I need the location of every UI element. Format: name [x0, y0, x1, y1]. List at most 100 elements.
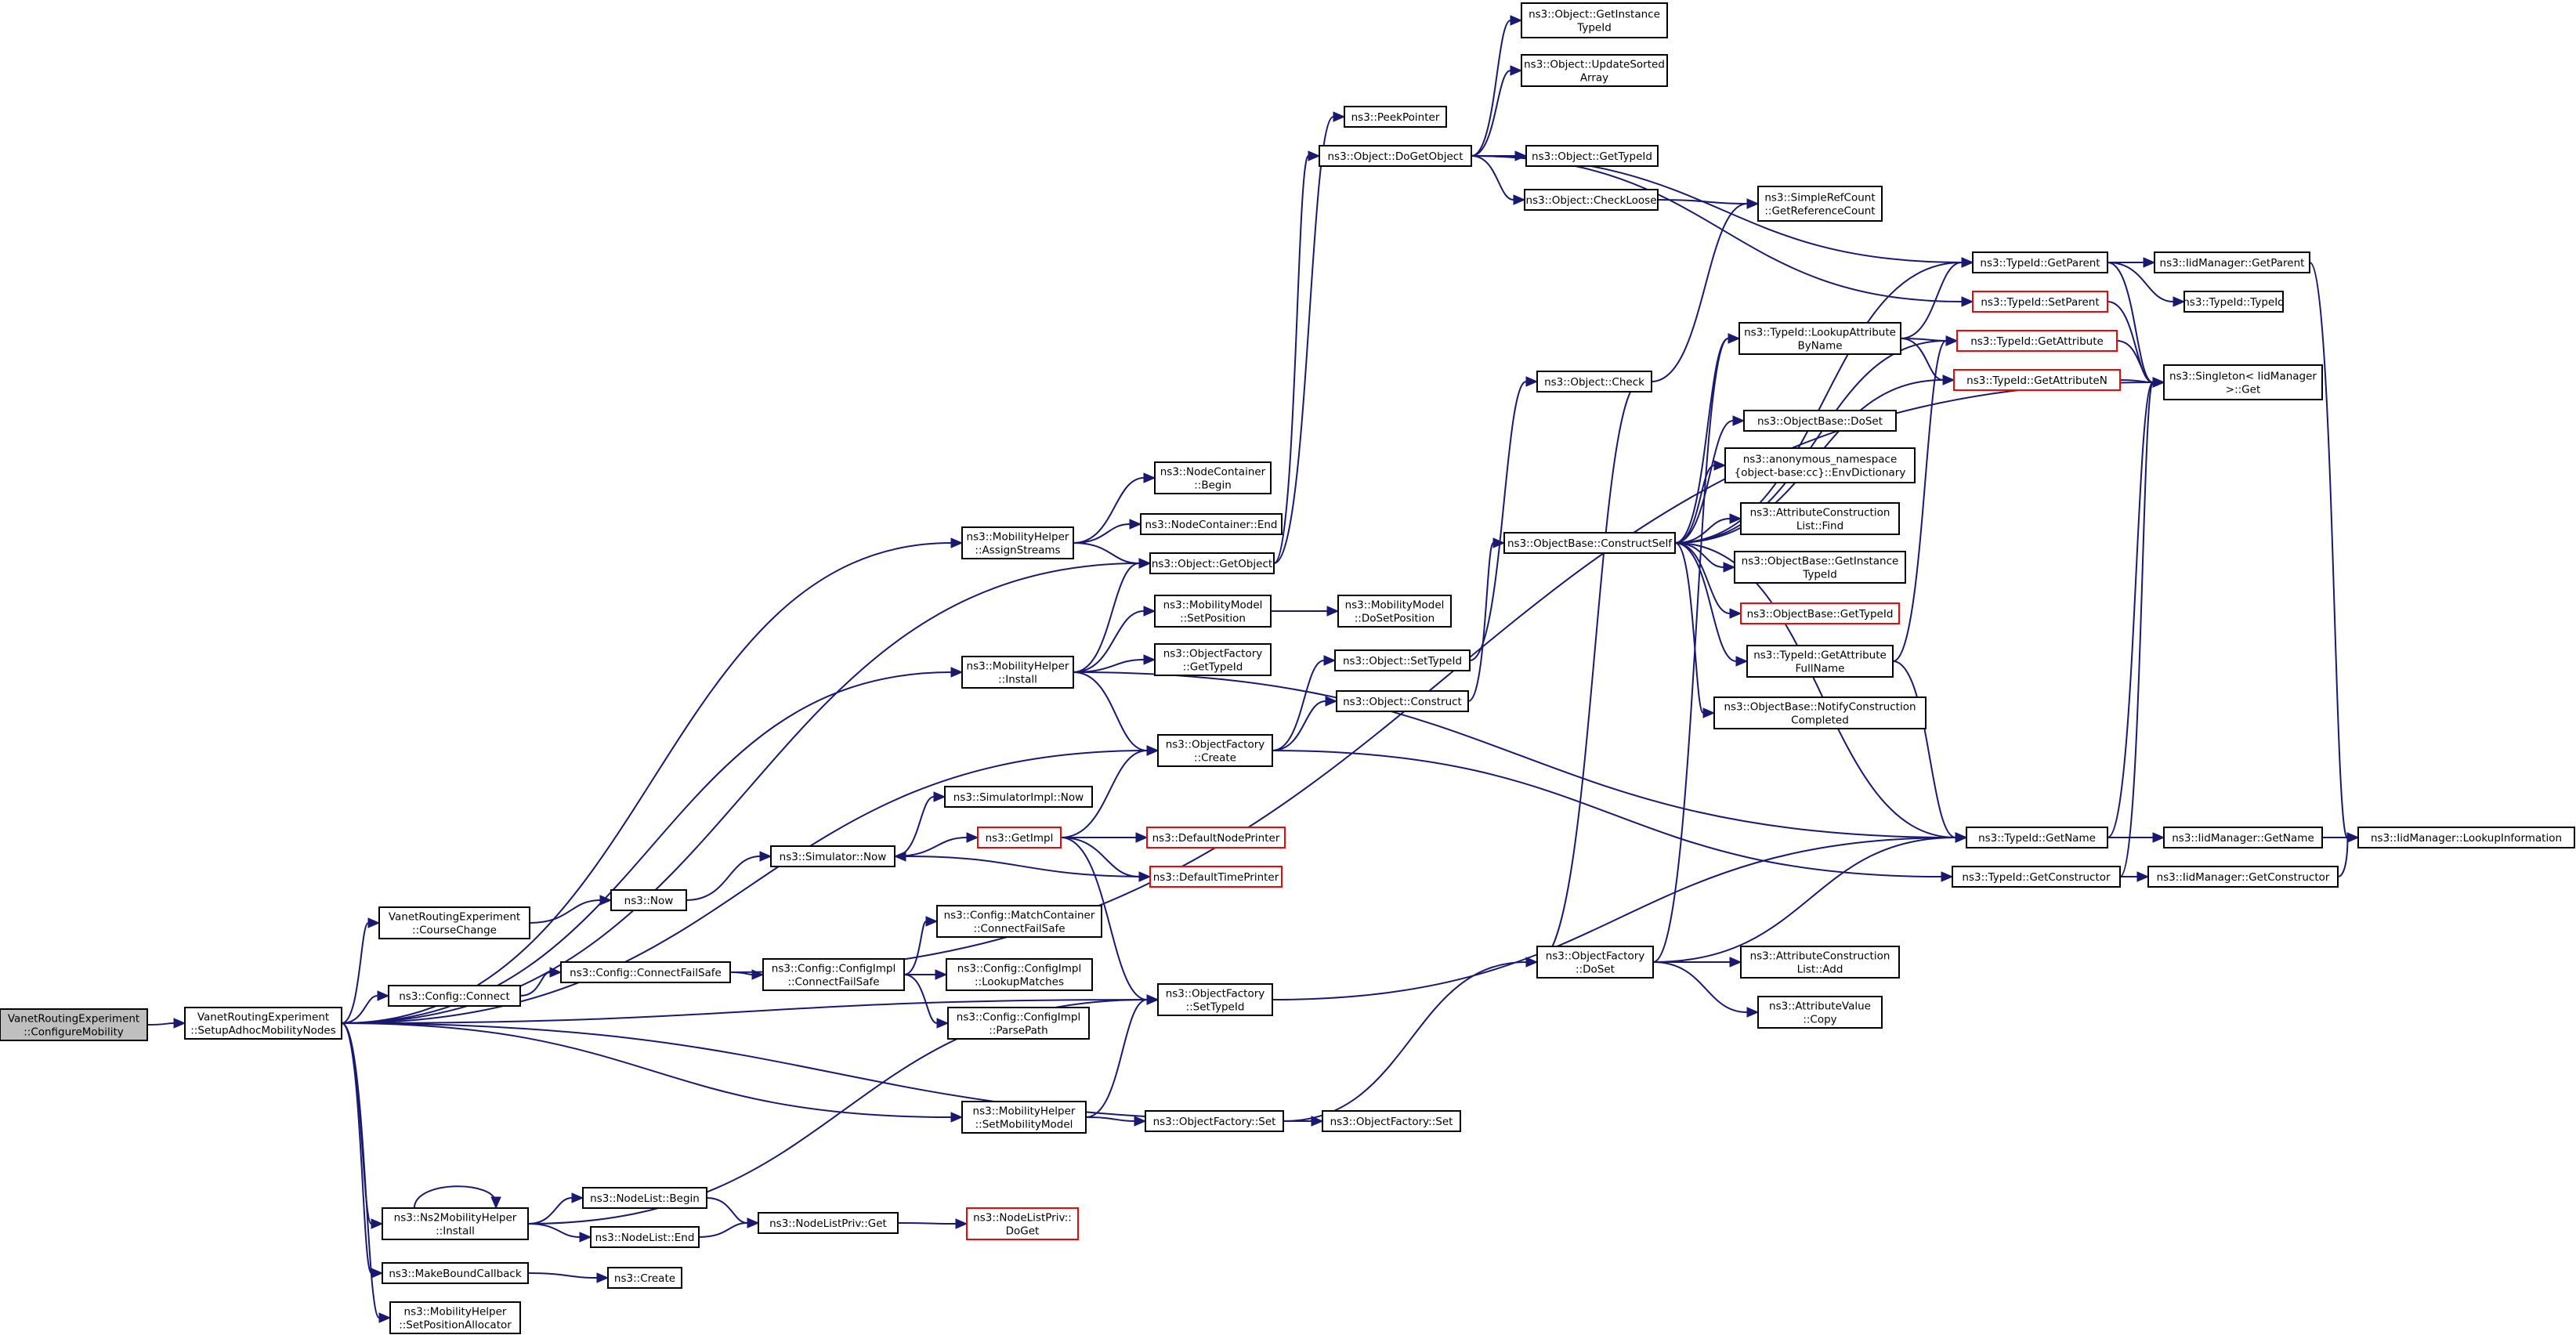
graph-node[interactable]: ns3::ObjectBase::GetTypeId — [1740, 602, 1900, 624]
graph-node[interactable]: ns3::MobilityModel::SetPosition — [1154, 595, 1272, 628]
graph-node[interactable]: ns3::anonymous_namespace{object-base:cc}… — [1724, 447, 1916, 483]
graph-node[interactable]: ns3::ObjectFactory::SetTypeId — [1157, 983, 1273, 1016]
graph-node[interactable]: ns3::MobilityModel::DoSetPosition — [1337, 595, 1452, 628]
graph-node[interactable]: ns3::NodeContainer::End — [1140, 513, 1283, 535]
graph-node[interactable]: ns3::Config::ConnectFailSafe — [560, 961, 731, 983]
node-label: ::SetTypeId — [1186, 1000, 1245, 1013]
node-box — [1740, 602, 1900, 624]
graph-node[interactable]: ns3::Now — [610, 889, 687, 911]
graph-node[interactable]: ns3::AttributeValue::Copy — [1757, 996, 1883, 1029]
graph-node[interactable]: ns3::Object::SetTypeId — [1334, 649, 1471, 671]
graph-node[interactable]: ns3::Object::GetTypeId — [1525, 145, 1659, 167]
graph-node[interactable]: ns3::Simulator::Now — [770, 845, 895, 867]
graph-node[interactable]: ns3::MobilityHelper::SetMobilityModel — [961, 1101, 1087, 1134]
graph-node[interactable]: ns3::DefaultNodePrinter — [1146, 827, 1286, 848]
graph-node[interactable]: ns3::GetImpl — [977, 827, 1062, 848]
graph-node[interactable]: ns3::TypeId::TypeId — [2183, 291, 2285, 313]
graph-node[interactable]: ns3::IidManager::GetConstructor — [2147, 866, 2339, 888]
node-label: ns3::Object::Check — [1544, 376, 1644, 389]
node-label: ::Begin — [1194, 479, 1232, 491]
graph-node[interactable]: ns3::Create — [607, 1267, 682, 1289]
graph-node[interactable]: ns3::TypeId::GetParent — [1972, 251, 2108, 273]
node-box — [1525, 145, 1659, 167]
arrowhead-n27-n33 — [1729, 513, 1742, 524]
graph-node[interactable]: VanetRoutingExperiment::CourseChange — [378, 906, 530, 939]
graph-node[interactable]: ns3::DefaultTimePrinter — [1149, 866, 1283, 888]
graph-node[interactable]: ns3::Config::MatchContainer::ConnectFail… — [936, 905, 1102, 938]
edge-n1-n62 — [341, 1022, 372, 1225]
arrowhead-n13-n15 — [2173, 296, 2186, 307]
graph-node[interactable]: ns3::Config::ConfigImpl::ParsePath — [947, 1007, 1090, 1040]
graph-node[interactable]: ns3::ObjectFactory::GetTypeId — [1154, 643, 1272, 676]
graph-node[interactable]: ns3::Config::ConfigImpl::LookupMatches — [946, 958, 1093, 991]
graph-node[interactable]: ns3::NodeListPriv::DoGet — [966, 1207, 1079, 1240]
graph-node[interactable]: ns3::NodeList::End — [590, 1226, 700, 1248]
graph-node[interactable]: ns3::MobilityHelper::SetPositionAllocato… — [389, 1301, 521, 1334]
graph-node[interactable]: ns3::TypeId::GetName — [1966, 827, 2108, 848]
arrowhead-n1-n42 — [367, 917, 381, 928]
arrowhead-n28-n13 — [1961, 257, 1974, 268]
graph-node[interactable]: ns3::TypeId::GetConstructor — [1952, 866, 2121, 888]
graph-node[interactable]: ns3::MobilityHelper::AssignStreams — [961, 526, 1074, 559]
graph-node[interactable]: VanetRoutingExperiment::ConfigureMobilit… — [0, 1008, 148, 1041]
graph-node[interactable]: ns3::Object::Construct — [1336, 690, 1469, 712]
edge-n19-n38 — [1073, 671, 1956, 838]
graph-node[interactable]: ns3::TypeId::GetAttributeN — [1953, 369, 2121, 391]
node-box — [1149, 866, 1283, 888]
graph-node[interactable]: ns3::ObjectBase::DoSet — [1743, 410, 1897, 432]
edge-n27-n37 — [1674, 542, 1704, 714]
graph-node[interactable]: ns3::NodeListPriv::Get — [758, 1212, 899, 1234]
graph-node[interactable]: ns3::ObjectFactory::Set — [1322, 1110, 1461, 1132]
node-box — [1521, 2, 1668, 38]
graph-node[interactable]: ns3::ObjectFactory::Create — [1157, 734, 1273, 767]
graph-node[interactable]: ns3::ObjectFactory::DoSet — [1536, 946, 1654, 979]
arrowhead-n60-n56 — [1525, 957, 1539, 968]
edge-n63-n65 — [706, 1197, 748, 1224]
node-box — [758, 1212, 899, 1234]
graph-node[interactable]: VanetRoutingExperiment::SetupAdhocMobili… — [184, 1007, 342, 1040]
arrowhead-n2-n3 — [1143, 472, 1156, 483]
graph-node[interactable]: ns3::Config::Connect — [388, 985, 521, 1007]
graph-node[interactable]: ns3::IidManager::GetName — [2163, 827, 2323, 848]
graph-node[interactable]: ns3::IidManager::LookupInformation — [2357, 827, 2575, 848]
graph-node[interactable]: ns3::Object::CheckLoose — [1524, 189, 1659, 211]
graph-node[interactable]: ns3::Object::Check — [1536, 371, 1652, 393]
arrowhead-n23-n24 — [1323, 655, 1337, 666]
edge-n64-n65 — [698, 1222, 748, 1238]
edge-n13-n15 — [2107, 262, 2174, 302]
graph-node[interactable]: ns3::Config::ConfigImpl::ConnectFailSafe — [762, 958, 905, 991]
graph-node[interactable]: ns3::SimpleRefCount::GetReferenceCount — [1757, 186, 1883, 222]
graph-node[interactable]: ns3::SimulatorImpl::Now — [944, 786, 1093, 808]
node-label: TypeId — [1802, 568, 1837, 581]
graph-node[interactable]: ns3::Ns2MobilityHelper::Install — [382, 1207, 529, 1240]
graph-node[interactable]: ns3::MobilityHelper::Install — [961, 656, 1074, 689]
arrowhead-n56-n58 — [1746, 1007, 1760, 1018]
graph-node[interactable]: ns3::Singleton< IidManager >::Get — [2163, 364, 2323, 400]
graph-node[interactable]: ns3::IidManager::GetParent — [2154, 251, 2310, 273]
arrowhead-n7-n11 — [1513, 194, 1526, 205]
graph-node[interactable]: ns3::Object::GetObject — [1149, 552, 1275, 574]
graph-node[interactable]: ns3::PeekPointer — [1344, 106, 1447, 128]
graph-node[interactable]: ns3::Object::DoGetObject — [1319, 145, 1472, 167]
graph-node[interactable]: ns3::ObjectBase::ConstructSelf — [1503, 532, 1676, 554]
node-label: ns3::SimpleRefCount — [1764, 191, 1875, 204]
node-label: ns3::ObjectBase::GetInstance — [1742, 555, 1899, 567]
graph-node[interactable]: ns3::TypeId::SetParent — [1972, 291, 2108, 313]
node-box — [1503, 532, 1676, 554]
graph-node[interactable]: ns3::NodeContainer::Begin — [1154, 461, 1272, 494]
graph-node[interactable]: ns3::NodeList::Begin — [582, 1187, 707, 1209]
arrowhead-n41-n18 — [2346, 832, 2360, 843]
graph-node[interactable]: ns3::ObjectBase::NotifyConstructionCompl… — [1713, 696, 1927, 729]
graph-node[interactable]: ns3::ObjectFactory::Set — [1145, 1110, 1284, 1132]
graph-node[interactable]: ns3::MakeBoundCallback — [382, 1262, 529, 1284]
node-box — [946, 958, 1093, 991]
graph-node[interactable]: ns3::TypeId::GetAttribute — [1956, 330, 2118, 352]
node-box — [590, 1226, 700, 1248]
